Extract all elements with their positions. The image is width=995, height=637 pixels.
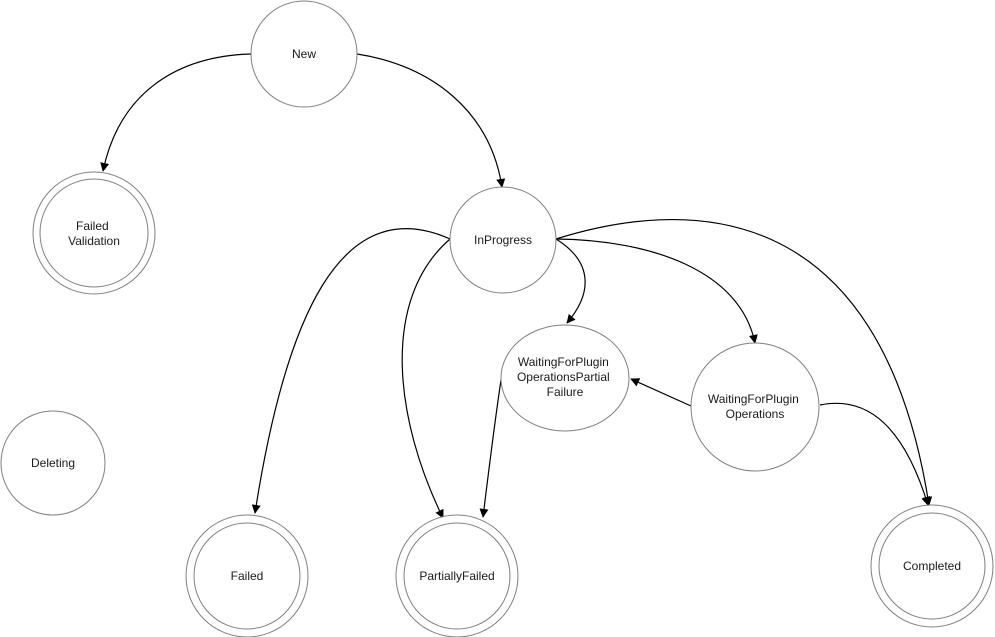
transition-new-to-in-progress (356, 53, 506, 188)
transition-waiting-to-waiting-partial (630, 378, 692, 407)
state-label: Failed Validation (68, 219, 120, 248)
transition-in-progress-to-waiting (555, 238, 758, 344)
transitions (100, 53, 933, 519)
transition-in-progress-to-partially-failed (401, 238, 451, 519)
transition-in-progress-to-failed (251, 228, 451, 514)
state-partially-failed[interactable]: PartiallyFailed (395, 514, 519, 637)
state-label: Failed (231, 569, 264, 583)
transition-in-progress-to-completed (555, 218, 933, 506)
state-label: InProgress (474, 233, 532, 247)
transition-waiting-to-completed (819, 402, 930, 506)
state-label: WaitingForPlugin OperationsPartial Failu… (517, 355, 613, 399)
state-failed-validation[interactable]: Failed Validation (32, 171, 156, 295)
state-deleting[interactable]: Deleting (0, 410, 106, 516)
state-in-progress[interactable]: InProgress (449, 186, 557, 294)
state-label: Deleting (31, 456, 75, 470)
transition-new-to-failed-validation (100, 53, 252, 172)
state-new[interactable]: New (250, 0, 358, 108)
state-waiting-for-plugin-operations-partial-failure[interactable]: WaitingForPlugin OperationsPartial Failu… (500, 324, 630, 432)
state-label: New (292, 47, 316, 61)
transition-waiting-partial-to-partially-failed (479, 379, 502, 518)
transition-in-progress-to-waiting-partial (555, 238, 586, 324)
state-completed[interactable]: Completed (870, 504, 994, 628)
state-failed[interactable]: Failed (185, 514, 309, 637)
state-label: WaitingForPlugin Operations (708, 392, 802, 421)
state-waiting-for-plugin-operations[interactable]: WaitingForPlugin Operations (690, 342, 820, 472)
state-label: Completed (903, 559, 961, 573)
state-label: PartiallyFailed (419, 569, 494, 583)
